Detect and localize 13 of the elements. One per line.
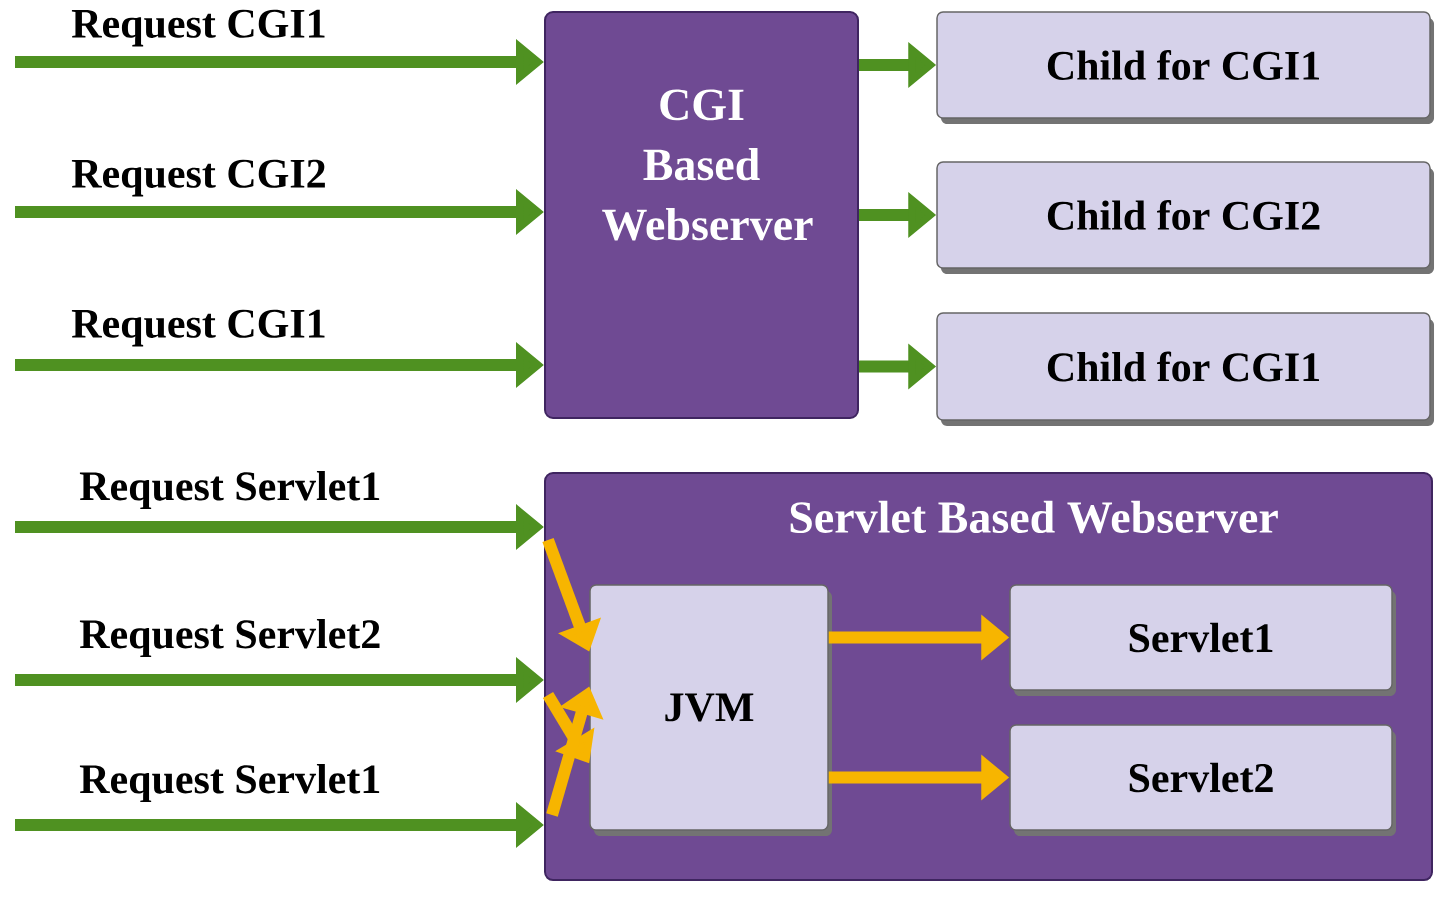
edge-label: Request CGI2 (70, 158, 328, 198)
server-box: CGI Based Webserver (544, 11, 859, 419)
process-box: Child for CGI2 (936, 161, 1434, 274)
edge-label: Request Servlet1 (78, 469, 383, 511)
edge-label: Request Servlet2 (78, 617, 383, 659)
edge-label: Request CGI1 (70, 8, 328, 48)
process-box: Child for CGI1 (936, 11, 1434, 124)
edge-label: Request CGI1 (70, 308, 328, 348)
process-box: Servlet1 (1009, 584, 1396, 696)
process-box: Servlet2 (1009, 724, 1396, 836)
process-box: Child for CGI1 (936, 312, 1434, 426)
edge-label: Request Servlet1 (78, 762, 383, 804)
process-box: JVM (589, 584, 832, 836)
